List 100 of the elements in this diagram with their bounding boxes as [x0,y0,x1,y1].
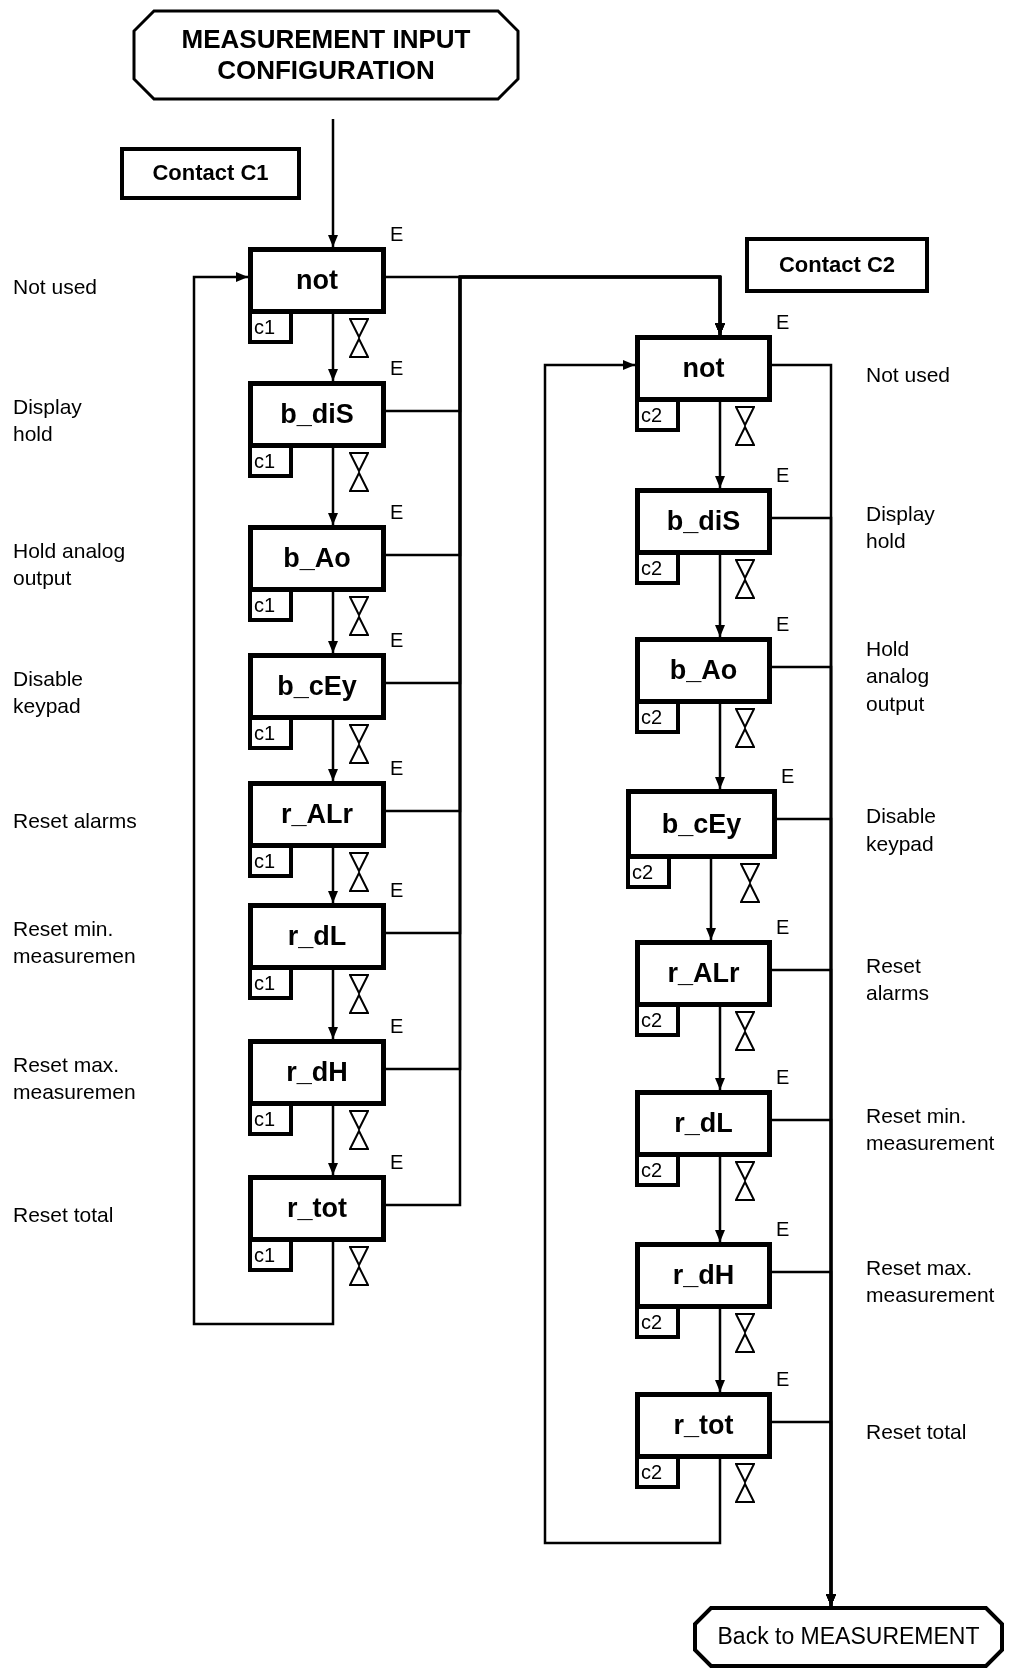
node-label: MEASUREMENT INPUT CONFIGURATION [180,23,472,87]
node-label: r_dH [286,1056,348,1089]
node-label: c1 [254,849,276,873]
tag-box [635,1309,680,1339]
tag-box [635,1157,680,1187]
tag-box [635,1459,680,1489]
contact-box [745,237,929,293]
node-label: not [682,352,725,385]
node-label: r_tot [287,1192,347,1225]
step-box [635,488,772,555]
tag-box [635,704,680,734]
function-description: Not used [13,273,99,300]
tag-box [248,1242,293,1272]
arrow [543,360,722,1545]
node-label: b_diS [280,398,354,431]
step-box [248,653,386,720]
node-label: c1 [254,593,276,617]
node-label: r_ALr [667,957,740,990]
step-box [635,637,772,704]
node-label: not [296,264,338,297]
tag-box [635,402,680,432]
step-box [248,903,386,970]
key-letter: E [390,1150,404,1175]
step-box [626,789,777,859]
key-letter: E [776,915,790,940]
key-letter: E [781,764,795,789]
node-label: c2 [641,1158,663,1182]
node-label: b_cEy [661,807,742,841]
arrow [328,848,338,903]
node-label: c1 [254,449,276,473]
key-letter: E [390,1014,404,1039]
arrow [715,1157,725,1242]
arrow [715,704,725,789]
node-label: r_tot [673,1409,734,1442]
node-label: r_dL [674,1107,733,1140]
arrow [328,119,338,247]
node-label: c2 [641,705,663,729]
arrow [328,592,338,653]
function-description: Hold analog output [13,537,127,592]
arrow [328,720,338,781]
step-box [248,1175,386,1242]
node-label: b_cEy [277,670,357,703]
key-letter: E [390,878,404,903]
key-letter: E [390,222,404,247]
step-box [635,1242,772,1309]
key-letter: E [776,1065,790,1090]
node-label: c1 [254,1107,276,1131]
function-description: Reset max. measuremen [13,1051,137,1106]
end-octagon [693,1606,1004,1668]
step-box [635,1392,772,1459]
tag-box [248,848,293,878]
contact-box [120,147,301,200]
key-letter: E [390,628,404,653]
node-label: b_diS [666,505,741,538]
arrow [715,1007,725,1090]
node-label: c2 [641,1310,663,1334]
node-label: Contact C2 [778,251,896,279]
tag-box [248,314,293,344]
tag-box [635,555,680,585]
function-description: Disable keypad [13,665,85,720]
node-label: c1 [254,1243,276,1267]
node-label: r_ALr [281,798,353,831]
function-description: Display hold [866,500,936,555]
step-box [635,335,772,402]
key-letter: E [776,463,790,488]
step-box [248,1039,386,1106]
node-label: Back to MEASUREMENT [717,1623,980,1651]
key-letter: E [390,500,404,525]
tag-box [248,448,293,478]
function-description: Display hold [13,393,83,448]
node-label: c1 [254,315,276,339]
function-description: Reset alarms [13,807,138,834]
step-box [248,525,386,592]
key-letter: E [390,356,404,381]
arrow [328,1106,338,1175]
key-letter: E [776,612,790,637]
key-letter: E [776,310,790,335]
node-label: r_dH [672,1259,735,1292]
tag-box [248,1106,293,1136]
node-label: Contact C1 [152,160,269,187]
function-description: Reset alarms [866,952,930,1007]
function-description: Reset total [866,1418,968,1445]
step-box [248,381,386,448]
key-letter: E [776,1367,790,1392]
tag-box [248,970,293,1000]
tag-box [635,1007,680,1037]
tag-box [626,859,671,889]
node-label: c2 [641,556,663,580]
function-description: Reset min. measuremen [13,915,137,970]
arrow [328,970,338,1039]
node-label: c2 [641,1008,663,1032]
node-label: c1 [254,971,276,995]
node-label: c1 [254,721,276,745]
node-label: b_Ao [283,542,351,575]
node-label: b_Ao [669,654,738,687]
step-box [635,1090,772,1157]
arrow [772,1420,836,1606]
step-box [248,247,386,314]
node-label: r_dL [287,920,347,953]
arrow [715,1309,725,1392]
